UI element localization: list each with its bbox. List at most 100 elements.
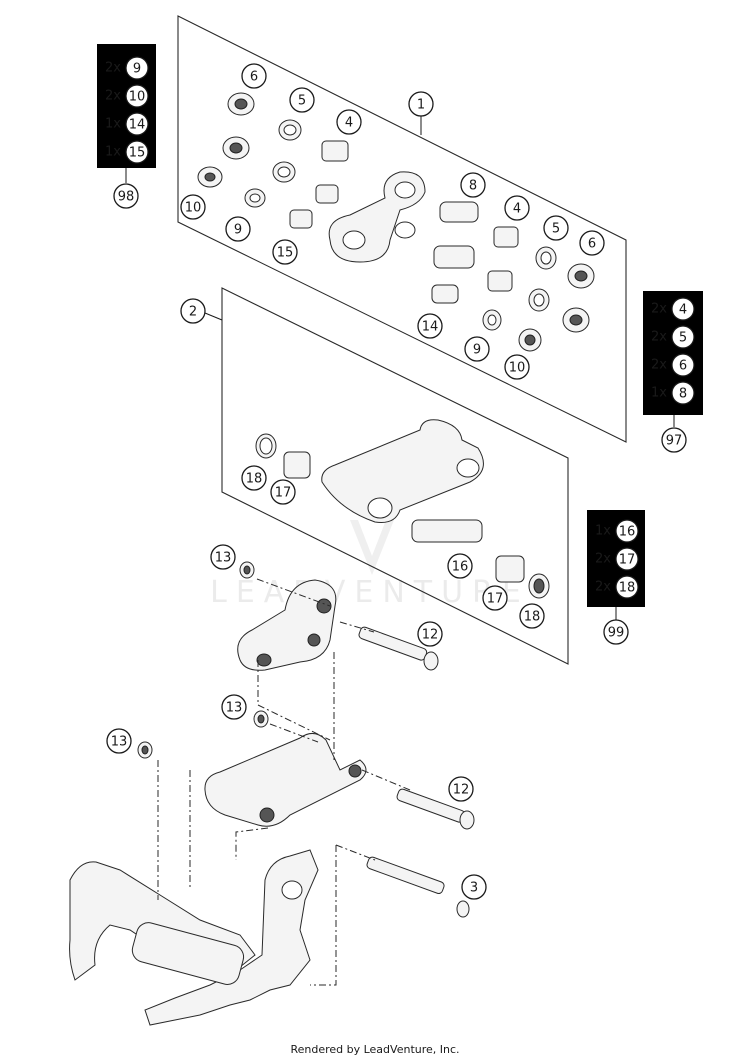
- leader-lines: [125, 115, 675, 620]
- kit-part-number: 15: [125, 140, 149, 164]
- callout-17a: 17: [270, 479, 296, 505]
- kit-part-number: 16: [615, 519, 639, 543]
- callout-13a: 13: [210, 544, 236, 570]
- kit-qty: 2x: [105, 89, 121, 104]
- callout-13b: 13: [221, 694, 247, 720]
- kit-part-number: 14: [125, 112, 149, 136]
- callout-6b: 6: [579, 230, 605, 256]
- kit-part-label: 4: [679, 303, 687, 318]
- kit-part-label: 8: [679, 387, 687, 402]
- kit-part-number: 8: [671, 381, 695, 405]
- kit-qty: 2x: [651, 358, 667, 373]
- kit-qty: 1x: [651, 386, 667, 401]
- callout-circle: [241, 63, 267, 89]
- callout-number: 6: [588, 237, 596, 252]
- callout-number: 18: [524, 610, 541, 625]
- callout-circle: [448, 776, 474, 802]
- kit-number-98: 98: [113, 183, 139, 209]
- callout-9a: 9: [225, 216, 251, 242]
- callout-circle: [543, 215, 569, 241]
- group-1-parts: [197, 92, 595, 352]
- kit-part-number: 5: [671, 325, 695, 349]
- kit-qty: 2x: [595, 552, 611, 567]
- callout-18a: 18: [241, 465, 267, 491]
- callout-number: 6: [250, 70, 258, 85]
- callout-circle: [504, 195, 530, 221]
- kit-part-label: 6: [679, 359, 687, 374]
- kit-part-label: 18: [619, 581, 636, 596]
- callout-circle: [106, 728, 132, 754]
- callout-4b: 4: [504, 195, 530, 221]
- callout-number: 9: [473, 343, 481, 358]
- callout-circle: [180, 194, 206, 220]
- callout-number: 9: [234, 223, 242, 238]
- callout-14: 14: [417, 313, 443, 339]
- lower-assembly: [69, 561, 475, 1026]
- callout-circle: [504, 354, 530, 380]
- kit-number-label: 99: [608, 626, 625, 641]
- callout-circle: [272, 239, 298, 265]
- callout-circle: [579, 230, 605, 256]
- callout-8: 8: [460, 172, 486, 198]
- kit-qty: 2x: [105, 61, 121, 76]
- callout-3: 3: [461, 874, 487, 900]
- footer-credit: Rendered by LeadVenture, Inc.: [290, 1043, 460, 1056]
- callout-circle: [336, 109, 362, 135]
- callout-number: 4: [513, 202, 521, 217]
- callout-circle: [519, 603, 545, 629]
- kit-part-number: 6: [671, 353, 695, 377]
- callout-number: 10: [509, 361, 526, 376]
- callout-number: 4: [345, 116, 353, 131]
- watermark-text: LEADVENTURE: [210, 575, 530, 610]
- kit-part-label: 15: [129, 146, 146, 161]
- kit-number-99: 99: [603, 619, 629, 645]
- kit-part-number: 17: [615, 547, 639, 571]
- callout-number: 12: [453, 783, 470, 798]
- callout-number: 18: [246, 472, 263, 487]
- callout-circle: [447, 553, 473, 579]
- callout-18b: 18: [519, 603, 545, 629]
- kit-part-label: 9: [133, 62, 141, 77]
- callout-circle: [408, 91, 434, 117]
- callout-15: 15: [272, 239, 298, 265]
- callout-number: 2: [189, 305, 197, 320]
- callout-circle: [482, 585, 508, 611]
- group-2-frame: [221, 287, 569, 665]
- callout-circle: [210, 544, 236, 570]
- kit-qty: 2x: [651, 302, 667, 317]
- kit-part-label: 14: [129, 118, 146, 133]
- callout-number: 15: [277, 246, 294, 261]
- kit-qty: 2x: [651, 330, 667, 345]
- group-1-frame: [177, 15, 627, 443]
- kit-part-label: 10: [129, 90, 146, 105]
- callout-number: 8: [469, 179, 477, 194]
- callout-number: 10: [185, 201, 202, 216]
- callout-6a: 6: [241, 63, 267, 89]
- kit-qty: 1x: [595, 524, 611, 539]
- callout-circle: [180, 298, 206, 324]
- callout-9b: 9: [464, 336, 490, 362]
- callout-1: 1: [408, 91, 434, 117]
- kit-qty: 1x: [105, 117, 121, 132]
- callout-5b: 5: [543, 215, 569, 241]
- kit-part-number: 9: [125, 56, 149, 80]
- assembly-lines: [157, 578, 411, 986]
- kit-part-number: 10: [125, 84, 149, 108]
- callout-number: 13: [111, 735, 128, 750]
- kit-part-number: 18: [615, 575, 639, 599]
- group-2-parts: [255, 419, 550, 599]
- kit-number-label: 98: [118, 190, 135, 205]
- callout-number: 14: [422, 320, 439, 335]
- callout-12a: 12: [417, 621, 443, 647]
- callout-number: 5: [298, 94, 306, 109]
- callout-circle: [241, 465, 267, 491]
- callout-number: 17: [275, 486, 292, 501]
- callout-10b: 10: [504, 354, 530, 380]
- callout-number: 1: [417, 98, 425, 113]
